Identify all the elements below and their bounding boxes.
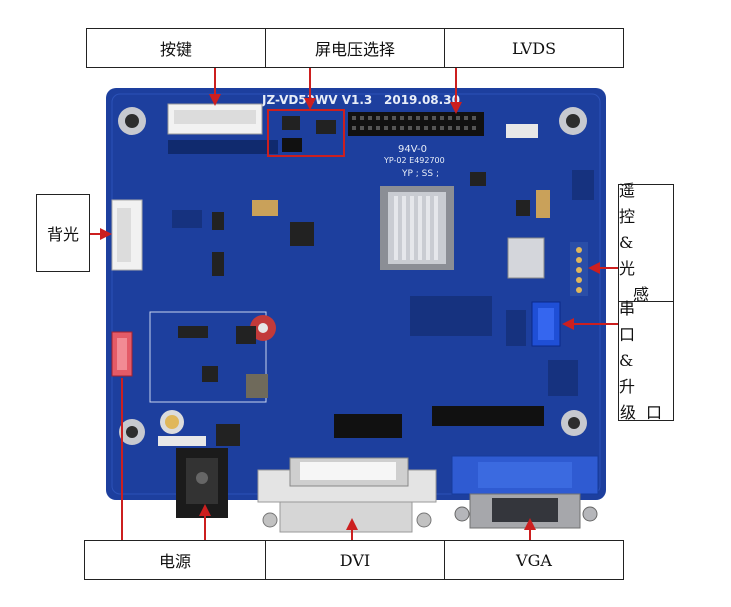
board-model: JZ-VD53WV V1.3	[261, 93, 372, 107]
label-remote-light: 遥 控 & 光 感	[618, 181, 674, 304]
electrolytic-capacitor	[250, 315, 276, 341]
label-power-text: 电源	[158, 552, 191, 571]
label-serial-upgrade-line-1: 串 口	[619, 299, 646, 344]
label-vga: VGA	[444, 540, 624, 580]
label-backlight: 背光	[36, 194, 90, 272]
power-capacitor	[160, 410, 184, 434]
voltage-select-highlight	[267, 109, 345, 157]
label-remote-light-line-3: 感	[632, 285, 659, 304]
label-lvds: LVDS	[444, 28, 624, 68]
mounting-hole-tl	[118, 107, 146, 135]
mounting-hole-tr	[559, 107, 587, 135]
label-screen-voltage: 屏电压选择	[265, 28, 445, 68]
serial-upgrade-connector	[531, 301, 561, 347]
label-backlight-text: 背光	[46, 225, 79, 244]
label-serial-upgrade-line-3: 级口	[619, 403, 672, 422]
label-vga-text: VGA	[516, 550, 552, 570]
key-connector	[167, 103, 263, 135]
dc-power-jack	[176, 448, 228, 518]
backlight-connector	[111, 199, 143, 271]
label-lvds-text: LVDS	[511, 38, 557, 58]
label-keys-text: 按键	[159, 40, 192, 59]
dvi-connector	[257, 457, 437, 533]
label-dvi-text: DVI	[339, 550, 371, 570]
callout-lines	[90, 68, 620, 540]
board-silk-code: 94V-0	[398, 144, 427, 155]
voltage-jumper	[282, 116, 336, 152]
label-serial-upgrade: 串 口 & 升 级口	[618, 299, 674, 422]
board-silk-code2: YP-02 E492700	[383, 156, 445, 165]
label-serial-upgrade-line-2: & 升	[619, 351, 646, 396]
remote-sensor-header	[570, 242, 588, 296]
label-screen-voltage-text: 屏电压选择	[314, 40, 395, 59]
mounting-hole-ml	[119, 419, 145, 445]
vga-connector	[451, 455, 599, 529]
power-switch	[111, 331, 133, 377]
label-remote-light-line-2: & 光	[619, 233, 646, 278]
label-keys: 按键	[86, 28, 266, 68]
heatsink	[380, 186, 454, 270]
lvds-header	[348, 112, 484, 136]
label-remote-light-line-1: 遥 控	[619, 181, 646, 226]
board-silk-code3: YP ; SS ;	[401, 169, 439, 179]
label-dvi: DVI	[265, 540, 445, 580]
label-power: 电源	[84, 540, 266, 580]
pcb-board	[106, 88, 606, 500]
mounting-hole-mr	[561, 410, 587, 436]
board-date: 2019.08.30	[384, 93, 460, 107]
